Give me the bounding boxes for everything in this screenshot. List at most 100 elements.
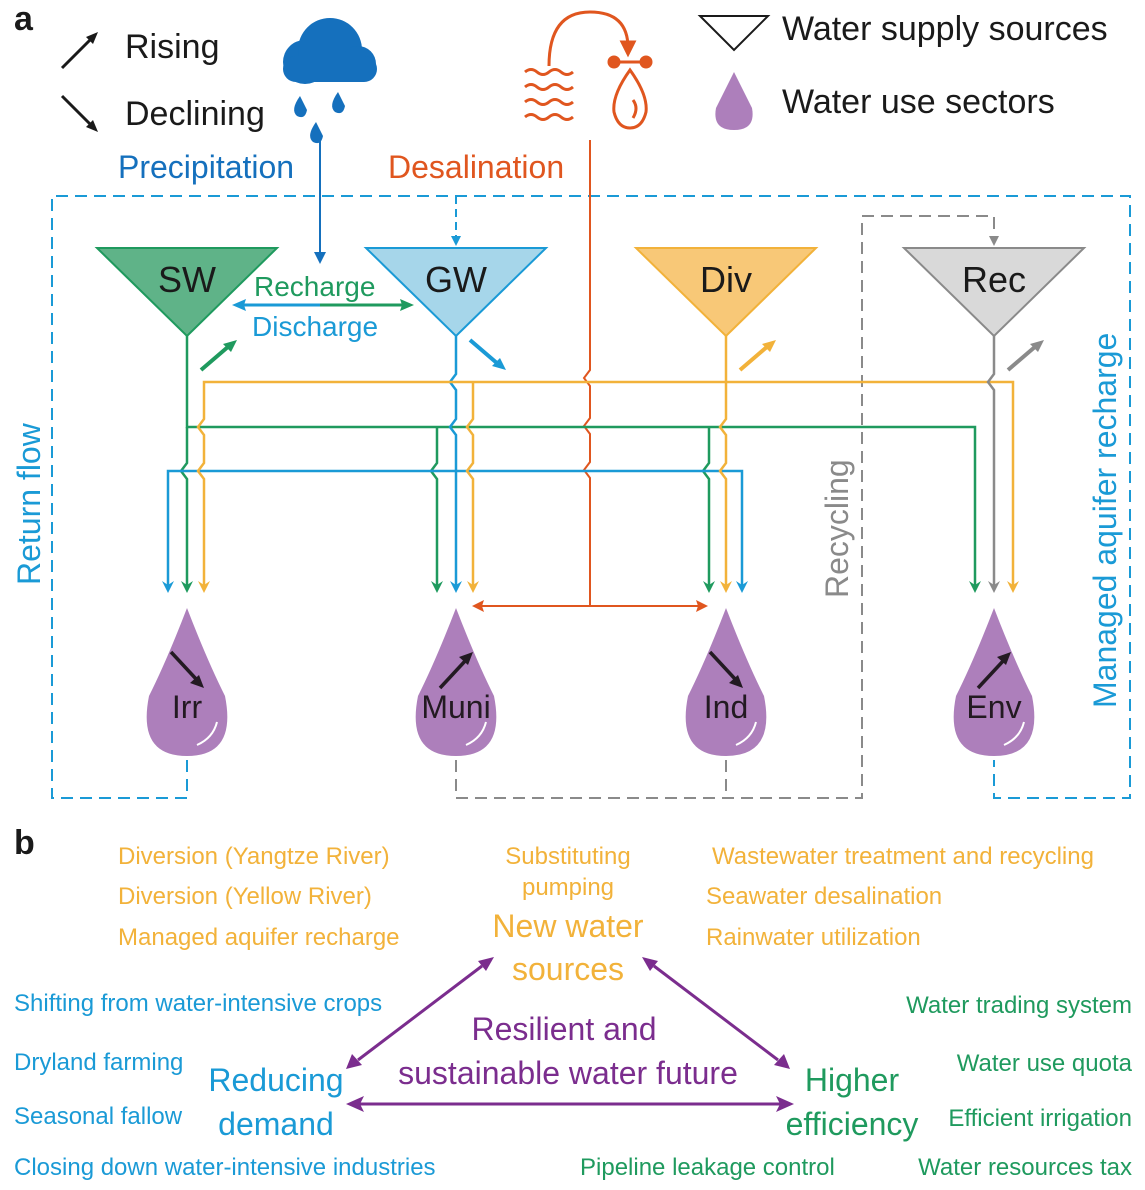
flow-arrowhead (1007, 581, 1019, 593)
declining-trend-arrow-icon (169, 650, 204, 688)
rec-to-env (986, 336, 996, 585)
new-source-item: Managed aquifer recharge (118, 924, 400, 951)
recharge-arrowhead (400, 299, 414, 311)
reducing-demand-item: Dryland farming (14, 1049, 183, 1076)
source-div: Div (633, 247, 819, 372)
efficiency-item: Pipeline leakage control (580, 1154, 835, 1181)
source-triangle-gw (363, 247, 549, 338)
flow-arrowhead (720, 581, 732, 593)
new-source-item: Seawater desalination (706, 883, 942, 910)
sector-name-muni: Muni (421, 689, 490, 725)
reducing-demand-title: Reducing (208, 1062, 343, 1098)
arrow-new-efficiency (653, 964, 779, 1062)
new-source-item: Rainwater utilization (706, 924, 921, 951)
flow-arrowhead (450, 581, 462, 593)
legend-drop-icon (715, 72, 753, 130)
efficiency-item: Efficient irrigation (948, 1105, 1132, 1132)
declining-arrow-icon (60, 94, 98, 132)
source-rec: Rec (901, 247, 1087, 372)
efficiency-title: efficiency (786, 1106, 919, 1142)
reducing-demand-item: Shifting from water-intensive crops (14, 990, 382, 1017)
sw-to-muni (429, 427, 439, 585)
sw-to-ind (701, 427, 711, 585)
rising-trend-arrow-icon (976, 652, 1011, 690)
legend-declining: Declining (125, 95, 265, 133)
flow-arrowhead (162, 581, 174, 593)
sw-to-irr (179, 427, 189, 585)
sector-name-env: Env (966, 689, 1021, 725)
new-source-item: Substituting (505, 843, 630, 870)
triangle-arrows (357, 964, 780, 1106)
flow-arrowhead (988, 581, 1000, 593)
reducing-demand-title: demand (218, 1106, 334, 1142)
rising-trend-arrow-icon (438, 652, 473, 690)
gw-to-muni (448, 336, 458, 585)
rising-arrow-icon (60, 32, 98, 70)
triangle-arrowheads (346, 957, 794, 1112)
source-triangle-sw (94, 247, 280, 338)
desalination-label: Desalination (388, 149, 564, 185)
panel-b-label: b (14, 824, 35, 862)
flow-arrowhead (198, 581, 210, 593)
new-source-item: Diversion (Yellow River) (118, 883, 372, 910)
efficiency-title: Higher (805, 1062, 900, 1098)
flow-arrowhead (431, 581, 443, 593)
sector-ind: Ind (685, 608, 767, 756)
sector-irr: Irr (146, 608, 228, 756)
flow-arrowhead (181, 581, 193, 593)
sector-name-ind: Ind (704, 689, 748, 725)
div-to-ind (718, 336, 728, 585)
desal-to-ind-arrowhead (696, 600, 708, 612)
flow-arrowhead (969, 581, 981, 593)
flow-arrowhead (736, 581, 748, 593)
flow-arrowhead (703, 581, 715, 593)
rising-trend-arrow-icon (738, 340, 776, 372)
precipitation-arrowhead (314, 252, 326, 264)
desalination-flow (478, 140, 702, 607)
drop-highlight (735, 721, 757, 746)
declining-trend-arrow-icon (708, 650, 743, 688)
legend-use-sectors: Water use sectors (782, 83, 1055, 121)
recycling-label: Recycling (819, 459, 855, 598)
arrow-new-reduce (357, 964, 483, 1062)
efficiency-item: Water resources tax (918, 1154, 1132, 1181)
source-name-rec: Rec (962, 259, 1026, 300)
water-drop-icon (953, 608, 1035, 756)
source-triangle-rec (901, 247, 1087, 338)
recycling-arrowhead (989, 236, 999, 246)
source-triangle-div (633, 247, 819, 338)
new-source-item: pumping (522, 874, 614, 901)
flow-arrowhead (467, 581, 479, 593)
new-sources-title: New water (492, 908, 644, 944)
center-title: Resilient and (472, 1011, 657, 1047)
center-title: sustainable water future (398, 1055, 738, 1091)
new-source-item: Wastewater treatment and recycling (712, 843, 1094, 870)
declining-trend-arrow-icon (468, 338, 506, 370)
drop-highlight (196, 721, 218, 746)
reducing-demand-item: Closing down water-intensive industries (14, 1154, 436, 1181)
panel-a-label: a (14, 0, 34, 38)
recharge-label: Recharge (254, 271, 375, 302)
source-name-div: Div (700, 259, 752, 300)
precipitation-label: Precipitation (118, 149, 294, 185)
water-drop-icon (685, 608, 767, 756)
gw-distribution (166, 469, 744, 585)
discharge-label: Discharge (252, 311, 378, 342)
source-gw: GW (363, 247, 549, 370)
legend-triangle-icon (697, 15, 771, 52)
sector-env: Env (953, 608, 1035, 756)
drop-highlight (1003, 721, 1025, 746)
source-name-gw: GW (425, 259, 487, 300)
efficiency-item: Water use quota (957, 1050, 1133, 1077)
mar-label: Managed aquifer recharge (1087, 333, 1123, 708)
source-name-sw: SW (158, 259, 216, 300)
legend-supply-sources: Water supply sources (782, 10, 1108, 48)
rain-cloud-icon (283, 18, 377, 144)
water-drop-icon (146, 608, 228, 756)
return-flow-label: Return flow (11, 422, 47, 585)
rising-trend-arrow-icon (1006, 340, 1044, 372)
new-sources-title: sources (512, 951, 624, 987)
efficiency-item: Water trading system (906, 992, 1132, 1019)
div-to-muni (465, 382, 475, 585)
